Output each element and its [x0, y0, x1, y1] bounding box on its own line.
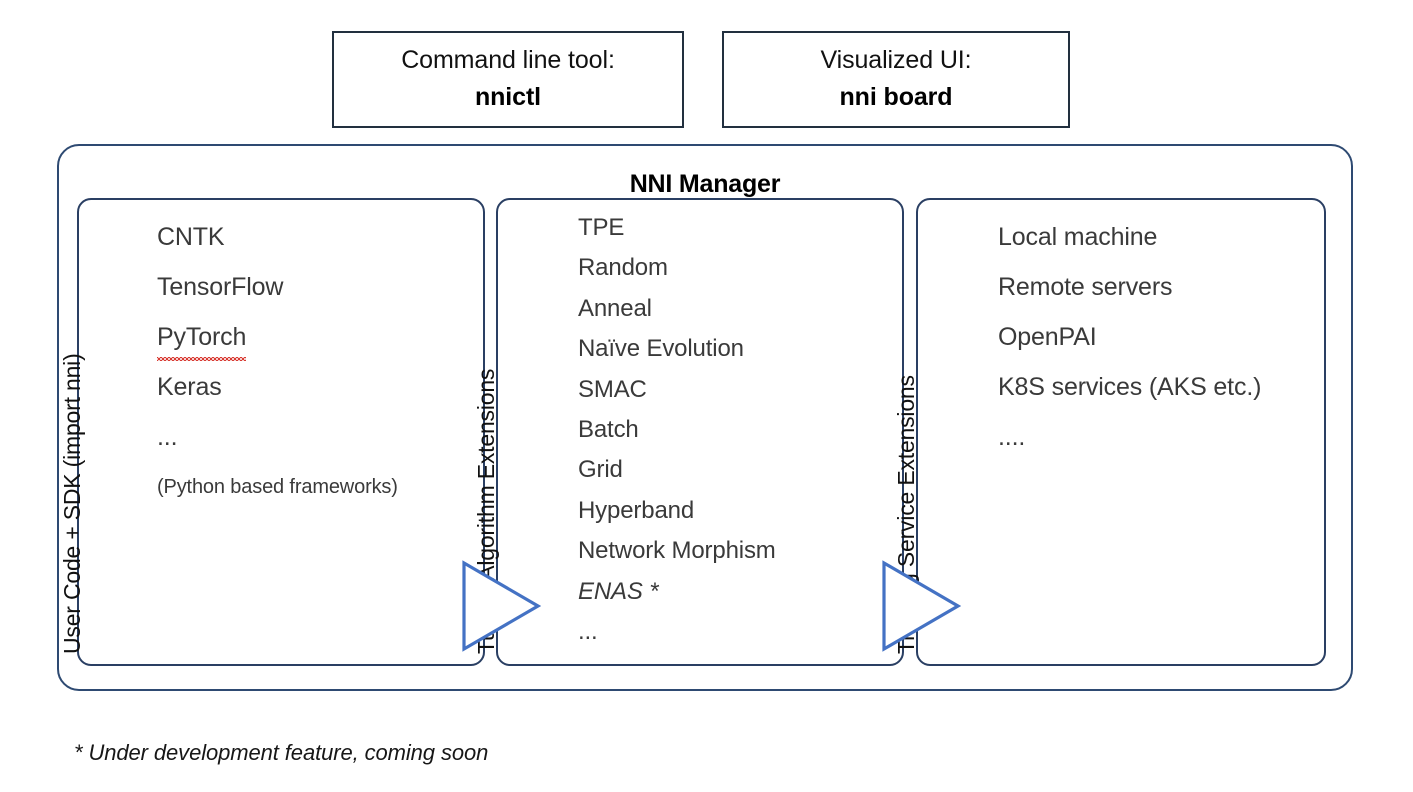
list-item: Remote servers: [998, 262, 1261, 312]
list-item-note: (Python based frameworks): [157, 462, 398, 512]
list-item-text: Batch: [578, 416, 639, 444]
command-line-tool-label: Command line tool:: [401, 46, 615, 75]
list-item: Keras: [157, 362, 398, 412]
list-item-text: OpenPAI: [998, 323, 1097, 351]
list-item-text: ...: [578, 618, 598, 646]
visualized-ui-label: Visualized UI:: [820, 46, 972, 75]
list-item-under-development: ENAS *: [578, 572, 776, 612]
list-item-text: ....: [998, 423, 1026, 451]
list-item: Random: [578, 248, 776, 288]
list-item-text: Random: [578, 254, 668, 282]
list-item-text: ENAS *: [578, 577, 659, 605]
list-item-text: (Python based frameworks): [157, 476, 398, 498]
list-item: TensorFlow: [157, 262, 398, 312]
tuning-algorithm-list: TPE Random Anneal Naïve Evolution SMAC B…: [578, 208, 776, 652]
list-item-text: K8S services (AKS etc.): [998, 373, 1262, 401]
list-item-text: SMAC: [578, 375, 647, 403]
list-item-text: Network Morphism: [578, 537, 776, 565]
list-item: Naïve Evolution: [578, 329, 776, 369]
list-item: Anneal: [578, 289, 776, 329]
list-item-ellipsis: ...: [157, 412, 398, 462]
list-item: OpenPAI: [998, 312, 1261, 362]
list-item-ellipsis: ...: [578, 612, 776, 652]
list-item: K8S services (AKS etc.): [998, 362, 1261, 412]
list-item-text: TensorFlow: [157, 273, 284, 301]
list-item: Hyperband: [578, 491, 776, 531]
user-code-sdk-list: CNTK TensorFlow PyTorch Keras ... (Pytho…: [157, 212, 398, 512]
command-line-tool-box: Command line tool: nnictl: [332, 31, 684, 128]
nni-manager-title: NNI Manager: [629, 170, 781, 198]
user-code-sdk-box: User Code + SDK (import nni) CNTK Tensor…: [59, 198, 485, 666]
visualized-ui-value: nni board: [839, 82, 953, 111]
list-item: PyTorch: [157, 312, 398, 362]
user-code-sdk-side-label: User Code + SDK (import nni): [59, 353, 85, 654]
footnote-under-development: * Under development feature, coming soon: [74, 740, 489, 765]
list-item-text: Anneal: [578, 294, 652, 322]
list-item-text: Keras: [157, 373, 222, 401]
list-item-text: Hyperband: [578, 496, 695, 524]
tuning-algorithm-extensions-box: Tuning Algorithm Extensions TPE Random A…: [473, 198, 904, 666]
list-item: TPE: [578, 208, 776, 248]
list-item-text: Remote servers: [998, 273, 1173, 301]
list-item: CNTK: [157, 212, 398, 262]
command-line-tool-value: nnictl: [474, 82, 542, 111]
list-item-text: Naïve Evolution: [578, 335, 744, 363]
list-item: SMAC: [578, 370, 776, 410]
list-item-text: Grid: [578, 456, 623, 484]
list-item: Network Morphism: [578, 531, 776, 571]
list-item: Grid: [578, 450, 776, 490]
list-item-text: Local machine: [998, 223, 1158, 251]
list-item: Batch: [578, 410, 776, 450]
list-item-text: ...: [157, 423, 178, 451]
training-service-extensions-box: Training Service Extensions Local machin…: [893, 198, 1326, 666]
training-service-extensions-side-label: Training Service Extensions: [893, 375, 919, 654]
list-item-ellipsis: ....: [998, 412, 1261, 462]
list-item-text-misspelled: PyTorch: [157, 312, 247, 362]
list-item: Local machine: [998, 212, 1261, 262]
training-service-list: Local machine Remote servers OpenPAI K8S…: [998, 212, 1261, 462]
visualized-ui-box: Visualized UI: nni board: [722, 31, 1070, 128]
list-item-text: TPE: [578, 214, 625, 241]
tuning-algorithm-extensions-side-label: Tuning Algorithm Extensions: [473, 368, 499, 654]
list-item-text: CNTK: [157, 223, 225, 251]
